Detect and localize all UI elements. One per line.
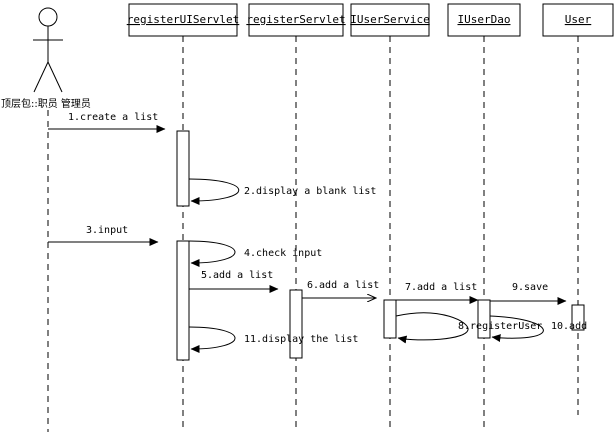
message-1: 1.create a list xyxy=(48,112,166,133)
activation-registerServlet xyxy=(289,289,303,359)
message-3: 3.input xyxy=(48,225,159,246)
activation-registerUIServlet-1 xyxy=(176,130,190,207)
message-11: 11.display the list xyxy=(188,326,358,353)
message-5-label: 5.add a list xyxy=(201,270,273,281)
activation-User xyxy=(571,304,585,331)
object-label-IUserService: IUserService xyxy=(350,13,429,26)
message-8-label: 8.registerUser xyxy=(458,321,542,332)
message-9-label: 9.save xyxy=(512,282,548,293)
object-registerServlet: registerServlet xyxy=(246,3,346,432)
object-IUserDao: IUserDao xyxy=(447,3,521,432)
actor-right-leg xyxy=(47,61,63,93)
message-4-label: 4.check input xyxy=(244,248,322,259)
message-4: 4.check input xyxy=(188,240,322,267)
activation-registerUIServlet-2 xyxy=(176,240,190,361)
message-6-label: 6.add a list xyxy=(307,280,379,291)
message-7: 7.add a list xyxy=(396,282,479,304)
message-9: 9.save xyxy=(490,282,567,305)
object-box-registerServlet xyxy=(248,3,344,37)
object-box-registerUIServlet xyxy=(128,3,238,37)
object-box-IUserService xyxy=(350,3,430,37)
message-10-label: 10.add xyxy=(551,321,587,332)
message-4-arrow xyxy=(188,240,236,267)
object-registerUIServlet: registerUIServlet xyxy=(127,3,240,432)
activation-IUserService xyxy=(383,299,397,339)
message-8-arrow xyxy=(395,312,469,344)
message-2: 2.display a blank list xyxy=(188,178,376,205)
object-box-User xyxy=(542,3,614,37)
object-User: User xyxy=(542,3,614,415)
message-7-label: 7.add a list xyxy=(405,282,477,293)
message-1-label: 1.create a list xyxy=(68,112,158,123)
object-label-registerUIServlet: registerUIServlet xyxy=(127,13,240,26)
activation-IUserDao xyxy=(477,299,491,339)
object-label-registerServlet: registerServlet xyxy=(246,13,345,26)
message-3-label: 3.input xyxy=(86,225,128,236)
actor-label: 顶层包::职员 管理员 xyxy=(1,97,91,110)
message-10: 10.add xyxy=(489,315,587,343)
message-2-label: 2.display a blank list xyxy=(244,186,376,197)
object-label-User: User xyxy=(565,13,592,26)
message-10-arrow xyxy=(489,315,544,343)
message-2-arrow xyxy=(188,178,240,205)
actor-left-leg xyxy=(33,61,49,93)
message-5: 5.add a list xyxy=(189,270,279,293)
message-11-label: 11.display the list xyxy=(244,334,358,345)
object-box-IUserDao xyxy=(447,3,521,37)
message-8: 8.registerUser xyxy=(395,312,542,344)
message-6: 6.add a list xyxy=(302,280,379,298)
actor: 顶层包::职员 管理员 xyxy=(1,7,91,432)
message-11-arrow xyxy=(188,326,236,353)
object-IUserService: IUserService xyxy=(350,3,430,432)
actor-head xyxy=(38,7,58,27)
object-label-IUserDao: IUserDao xyxy=(458,13,511,26)
